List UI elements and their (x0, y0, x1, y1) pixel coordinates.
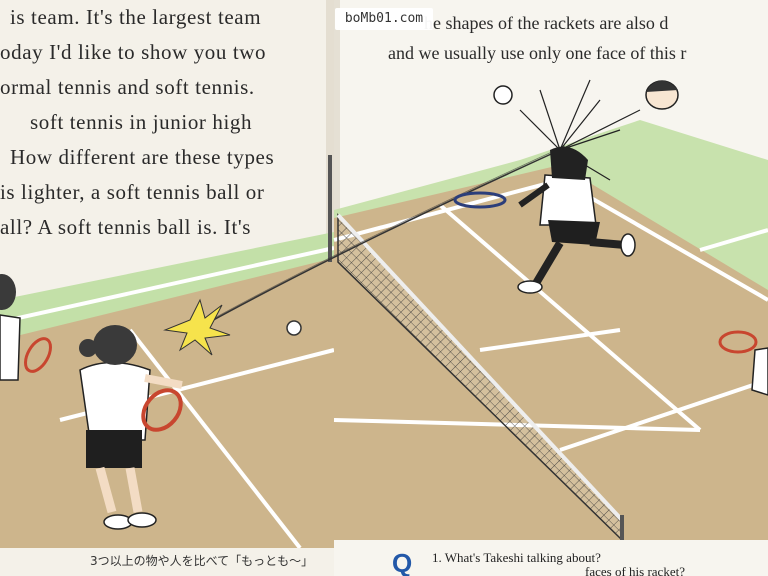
opponent-racket (453, 191, 507, 209)
ball-trajectory (194, 149, 561, 331)
left-text-line: ormal tennis and soft tennis. (0, 75, 255, 99)
question-1: 1. What's Takeshi talking about? (432, 550, 601, 565)
left-text-line: is lighter, a soft tennis ball or (0, 180, 265, 204)
flying-head (645, 80, 679, 110)
right-court (334, 165, 768, 548)
question-label: Q (392, 548, 413, 576)
left-text-line: How different are these types (10, 145, 275, 169)
tennis-ball (286, 320, 302, 336)
left-player (79, 325, 183, 530)
watermark: boMb01.com (335, 8, 433, 30)
right-question-strip (334, 540, 768, 576)
right-page-text: he shapes of the rackets are also d and … (388, 8, 768, 68)
left-text-line: all? A soft tennis ball is. It's (0, 215, 252, 239)
left-text-line: oday I'd like to show you two (0, 40, 267, 64)
left-caption: 3つ以上の物や人を比べて「もっとも～」 (90, 554, 314, 568)
right-edge-player (718, 330, 768, 396)
left-text-line: is team. It's the largest team (10, 5, 262, 29)
right-text-line: and we usually use only one face of this… (388, 43, 687, 63)
left-text-line: soft tennis in junior high (30, 110, 253, 134)
flying-ball (493, 85, 513, 105)
left-player-racket (141, 388, 183, 432)
impact-burst-left (163, 298, 231, 356)
question-2: faces of his racket? (585, 564, 685, 576)
opponent-player (453, 146, 636, 294)
left-edge-player (0, 274, 52, 381)
tennis-net (328, 155, 624, 545)
left-caption-strip (0, 548, 334, 576)
left-page-text: is team. It's the largest team oday I'd … (0, 0, 330, 245)
right-text-line: he shapes of the rackets are also d (424, 13, 669, 33)
left-court (0, 258, 334, 548)
right-court-lines (333, 178, 768, 452)
